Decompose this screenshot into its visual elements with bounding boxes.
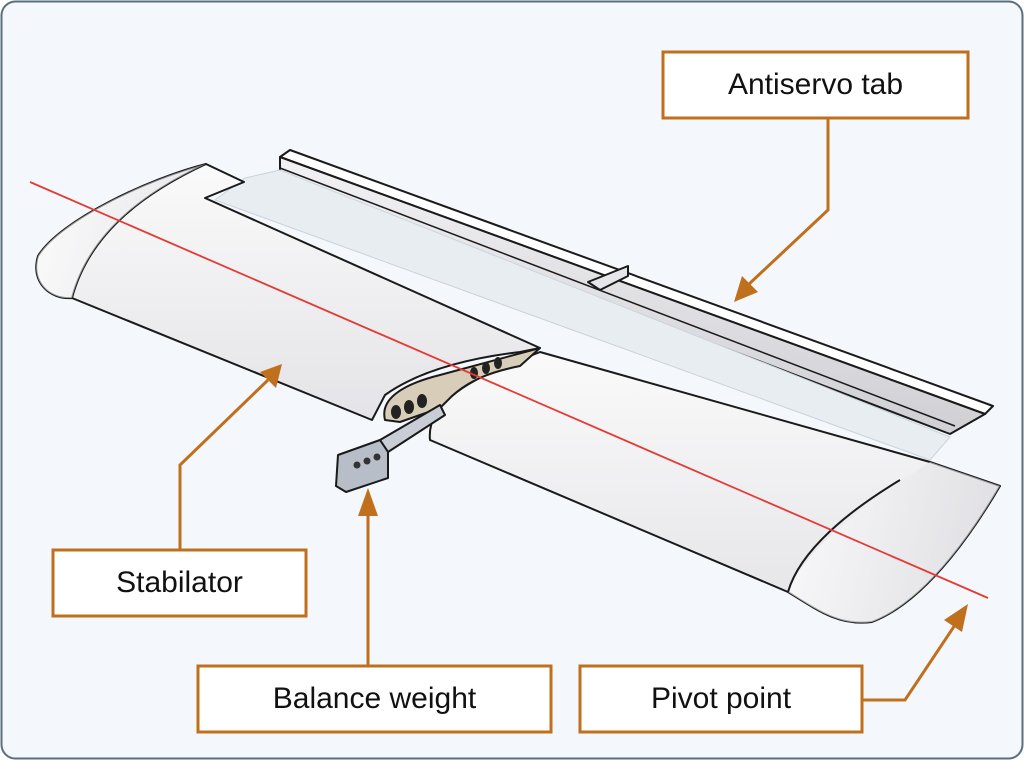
antiservo-tab-leader xyxy=(734,118,830,302)
stabilator-callout: Stabilator xyxy=(51,548,308,618)
pivot-point-callout: Pivot point xyxy=(578,664,864,734)
antiservo-tab-label: Antiservo tab xyxy=(728,68,903,101)
pivot-point-label: Pivot point xyxy=(651,682,792,715)
stabilator-surface xyxy=(35,163,1001,624)
hinge-gap xyxy=(213,169,951,461)
rib-holes xyxy=(391,357,502,419)
balance-weight-label: Balance weight xyxy=(273,682,477,715)
weight-bolts xyxy=(353,453,381,469)
balance-weight-leader xyxy=(358,488,378,666)
stabilator-leader xyxy=(178,364,282,550)
antiservo-tab xyxy=(279,149,994,435)
stabilator-label: Stabilator xyxy=(116,566,243,599)
balance-weight-assembly xyxy=(335,347,541,493)
balance-weight-callout: Balance weight xyxy=(196,664,553,734)
pivot-point-leader xyxy=(862,604,968,702)
pivot-axis-line xyxy=(29,181,989,599)
antiservo-tab-callout: Antiservo tab xyxy=(661,50,970,120)
